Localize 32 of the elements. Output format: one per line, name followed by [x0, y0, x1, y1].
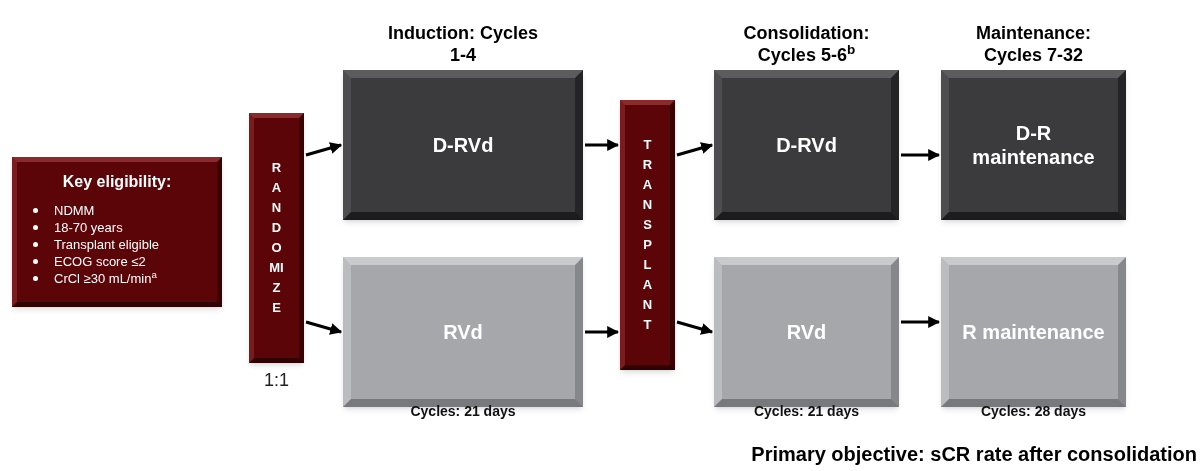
bullet-text: 18-70 years: [54, 219, 123, 236]
bullet-text: CrCl ≥30 mL/min$^{a}$: [54, 270, 157, 287]
phase-heading: Maintenance: Cycles 7-32: [975, 22, 1092, 66]
bullet-text: NDMM: [54, 202, 95, 219]
treatment-label: D-R maintenance: [971, 121, 1096, 169]
treatment-label: D-RVd: [431, 133, 495, 157]
bullet-text: Transplant eligible: [54, 236, 160, 253]
phase-heading: Induction: Cycles 1-4: [387, 22, 539, 66]
caption-text: Cycles: 21 days: [753, 402, 860, 421]
caption-text: 1:1: [264, 369, 289, 392]
vertical-label: TRANSPLANT: [641, 136, 654, 334]
arrow: [305, 142, 343, 157]
arrow: [676, 320, 714, 335]
arrow: [676, 142, 714, 157]
objective-note: Primary objective: sCR rate after consolidation: [751, 442, 1197, 467]
arrow: [901, 149, 941, 161]
eligibility-box: [12, 157, 222, 307]
treatment-label: RVd: [442, 320, 484, 344]
caption-text: Cycles: 21 days: [410, 402, 516, 421]
phase-heading: Consolidation: Cycles 5-6$^{b}$: [742, 22, 871, 66]
arrow: [585, 326, 620, 338]
bullet-text: ECOG score ≤2: [54, 253, 146, 270]
treatment-label: RVd: [785, 320, 828, 344]
arrow: [901, 316, 941, 328]
heading-text: Key eligibility:: [61, 172, 173, 192]
treatment-label: R maintenance: [961, 320, 1106, 344]
arrow: [585, 139, 620, 151]
vertical-label: RANDOMIZE: [268, 159, 285, 317]
arrow: [305, 320, 343, 335]
caption-text: Cycles: 28 days: [980, 402, 1087, 421]
treatment-label: D-RVd: [775, 133, 838, 157]
transplant-bar: [620, 100, 675, 370]
